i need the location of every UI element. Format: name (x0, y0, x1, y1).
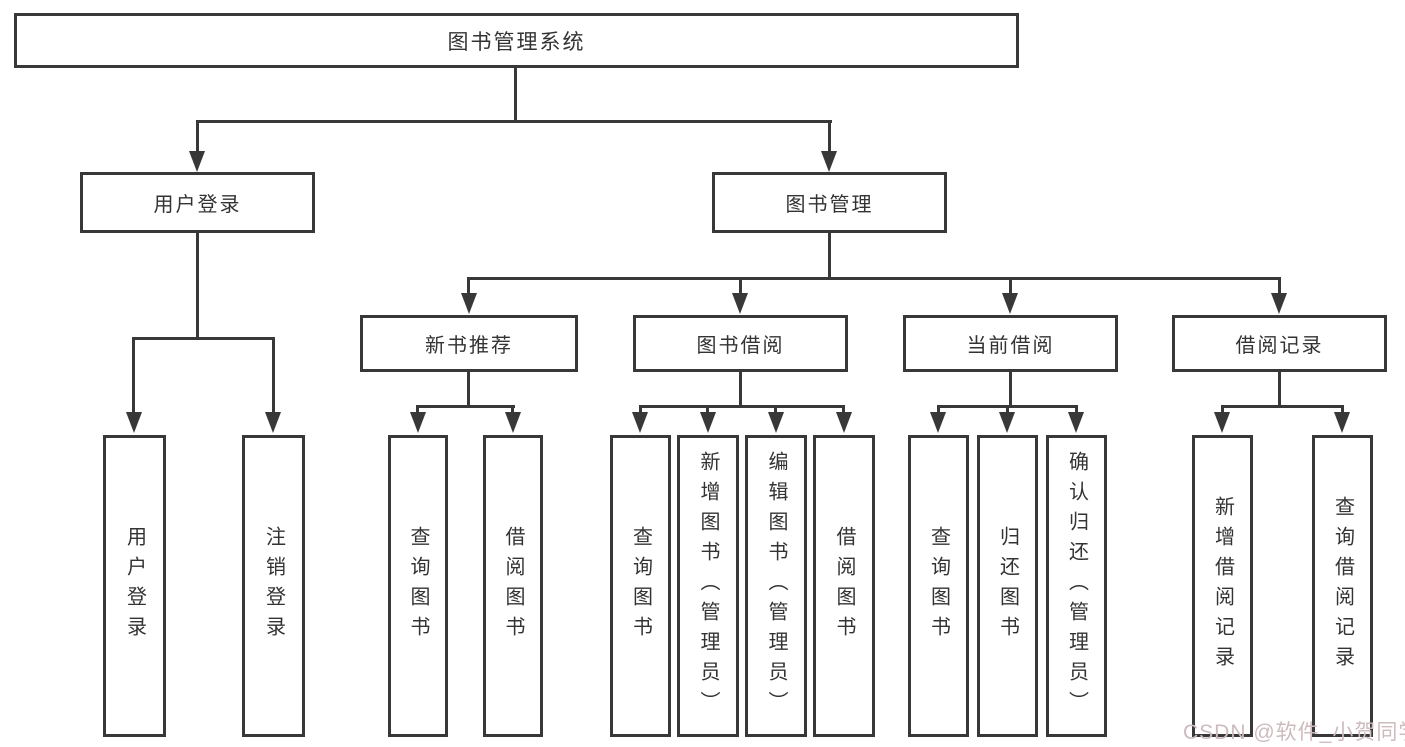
leaf-nb-borrow-books: 借阅图书 (483, 435, 543, 737)
node-book-borrowing: 图书借阅 (633, 315, 848, 372)
connector-root-stem (514, 68, 517, 120)
connector-level1-rail (196, 120, 832, 123)
node-label: 编辑图书（管理员） (765, 451, 787, 721)
connector-stem (1009, 277, 1012, 294)
connector-stem (937, 405, 940, 414)
node-label: 借阅图书 (502, 526, 524, 646)
node-label: 图书借阅 (696, 335, 785, 357)
connector-stem (774, 405, 777, 414)
arrowhead (265, 412, 281, 433)
leaf-br-query-borrow-record: 查询借阅记录 (1312, 435, 1373, 737)
node-current-borrowing: 当前借阅 (903, 315, 1118, 372)
node-new-book-recommendation: 新书推荐 (360, 315, 578, 372)
node-label: 图书管理 (785, 194, 874, 216)
connector-stem (511, 405, 514, 414)
connector-stem (1075, 405, 1078, 414)
arrowhead (1068, 412, 1084, 433)
leaf-cb-query-books: 查询图书 (908, 435, 969, 737)
arrowhead (1271, 293, 1287, 314)
node-label: 新书推荐 (425, 335, 513, 357)
watermark: CSDN @软件_小贺同学 (1183, 721, 1405, 744)
connector-stem (639, 405, 642, 414)
connector-stem (1009, 372, 1012, 405)
connector-stem (739, 372, 742, 405)
connector-stem (842, 405, 845, 414)
arrowhead (189, 151, 205, 172)
connector-stem (739, 277, 742, 294)
arrowhead (410, 412, 426, 433)
connector-rail (639, 405, 845, 408)
connector-stem (467, 277, 470, 294)
node-label: 新增图书（管理员） (697, 451, 719, 721)
node-library-management-system: 图书管理系统 (14, 13, 1019, 68)
node-label: 用户登录 (123, 526, 146, 646)
arrowhead (732, 293, 748, 314)
arrowhead (930, 412, 946, 433)
connector-stem (828, 233, 831, 277)
node-label: 查询图书 (407, 526, 429, 646)
node-label: 查询图书 (629, 526, 652, 646)
connector-stem (1341, 405, 1344, 414)
connector-level2-rail (467, 277, 1281, 280)
connector-rail (416, 405, 515, 408)
arrowhead (1002, 293, 1018, 314)
arrowhead (126, 412, 142, 433)
leaf-cb-return-books: 归还图书 (977, 435, 1038, 737)
leaf-bb-add-books-admin: 新增图书（管理员） (677, 435, 739, 737)
connector-rail (132, 337, 275, 340)
node-user-login: 用户登录 (80, 172, 315, 233)
node-label: 借阅图书 (833, 526, 855, 646)
node-label: 查询图书 (927, 526, 950, 646)
arrowhead (768, 412, 784, 433)
leaf-cb-confirm-return-admin: 确认归还（管理员） (1046, 435, 1107, 737)
connector-stem (1221, 405, 1224, 414)
node-label: 借阅记录 (1235, 335, 1324, 357)
leaf-bb-edit-books-admin: 编辑图书（管理员） (745, 435, 807, 737)
leaf-bb-query-books: 查询图书 (610, 435, 671, 737)
node-label: 新增借阅记录 (1211, 496, 1234, 676)
leaf-logout-login: 注销登录 (242, 435, 305, 737)
connector-stem (706, 405, 709, 414)
arrowhead (821, 151, 837, 172)
leaf-nb-query-books: 查询图书 (388, 435, 448, 737)
node-book-management: 图书管理 (712, 172, 947, 233)
arrowhead (999, 412, 1015, 433)
node-label: 归还图书 (996, 526, 1019, 646)
node-label: 查询借阅记录 (1331, 496, 1354, 676)
connector-stem (1278, 277, 1281, 294)
node-label: 确认归还（管理员） (1065, 451, 1088, 721)
connector-stem (1006, 405, 1009, 414)
node-label: 用户登录 (153, 194, 242, 216)
arrowhead (836, 412, 852, 433)
arrowhead (1334, 412, 1350, 433)
leaf-user-login: 用户登录 (103, 435, 166, 737)
arrowhead (505, 412, 521, 433)
connector-stem (828, 120, 831, 153)
connector-stem (196, 120, 199, 153)
leaf-bb-borrow-books: 借阅图书 (813, 435, 875, 737)
node-label: 当前借阅 (966, 335, 1055, 357)
connector-stem (467, 372, 470, 405)
node-label: 注销登录 (262, 526, 285, 646)
arrowhead (632, 412, 648, 433)
arrowhead (700, 412, 716, 433)
connector-stem (196, 233, 199, 337)
connector-stem (416, 405, 419, 414)
connector-stem (1278, 372, 1281, 405)
arrowhead (1214, 412, 1230, 433)
node-borrowing-records: 借阅记录 (1172, 315, 1387, 372)
node-label: 图书管理系统 (447, 30, 586, 54)
connector-stem (272, 337, 275, 415)
connector-stem (132, 337, 135, 415)
leaf-br-add-borrow-record: 新增借阅记录 (1192, 435, 1253, 737)
connector-rail (1221, 405, 1344, 408)
arrowhead (461, 293, 477, 314)
